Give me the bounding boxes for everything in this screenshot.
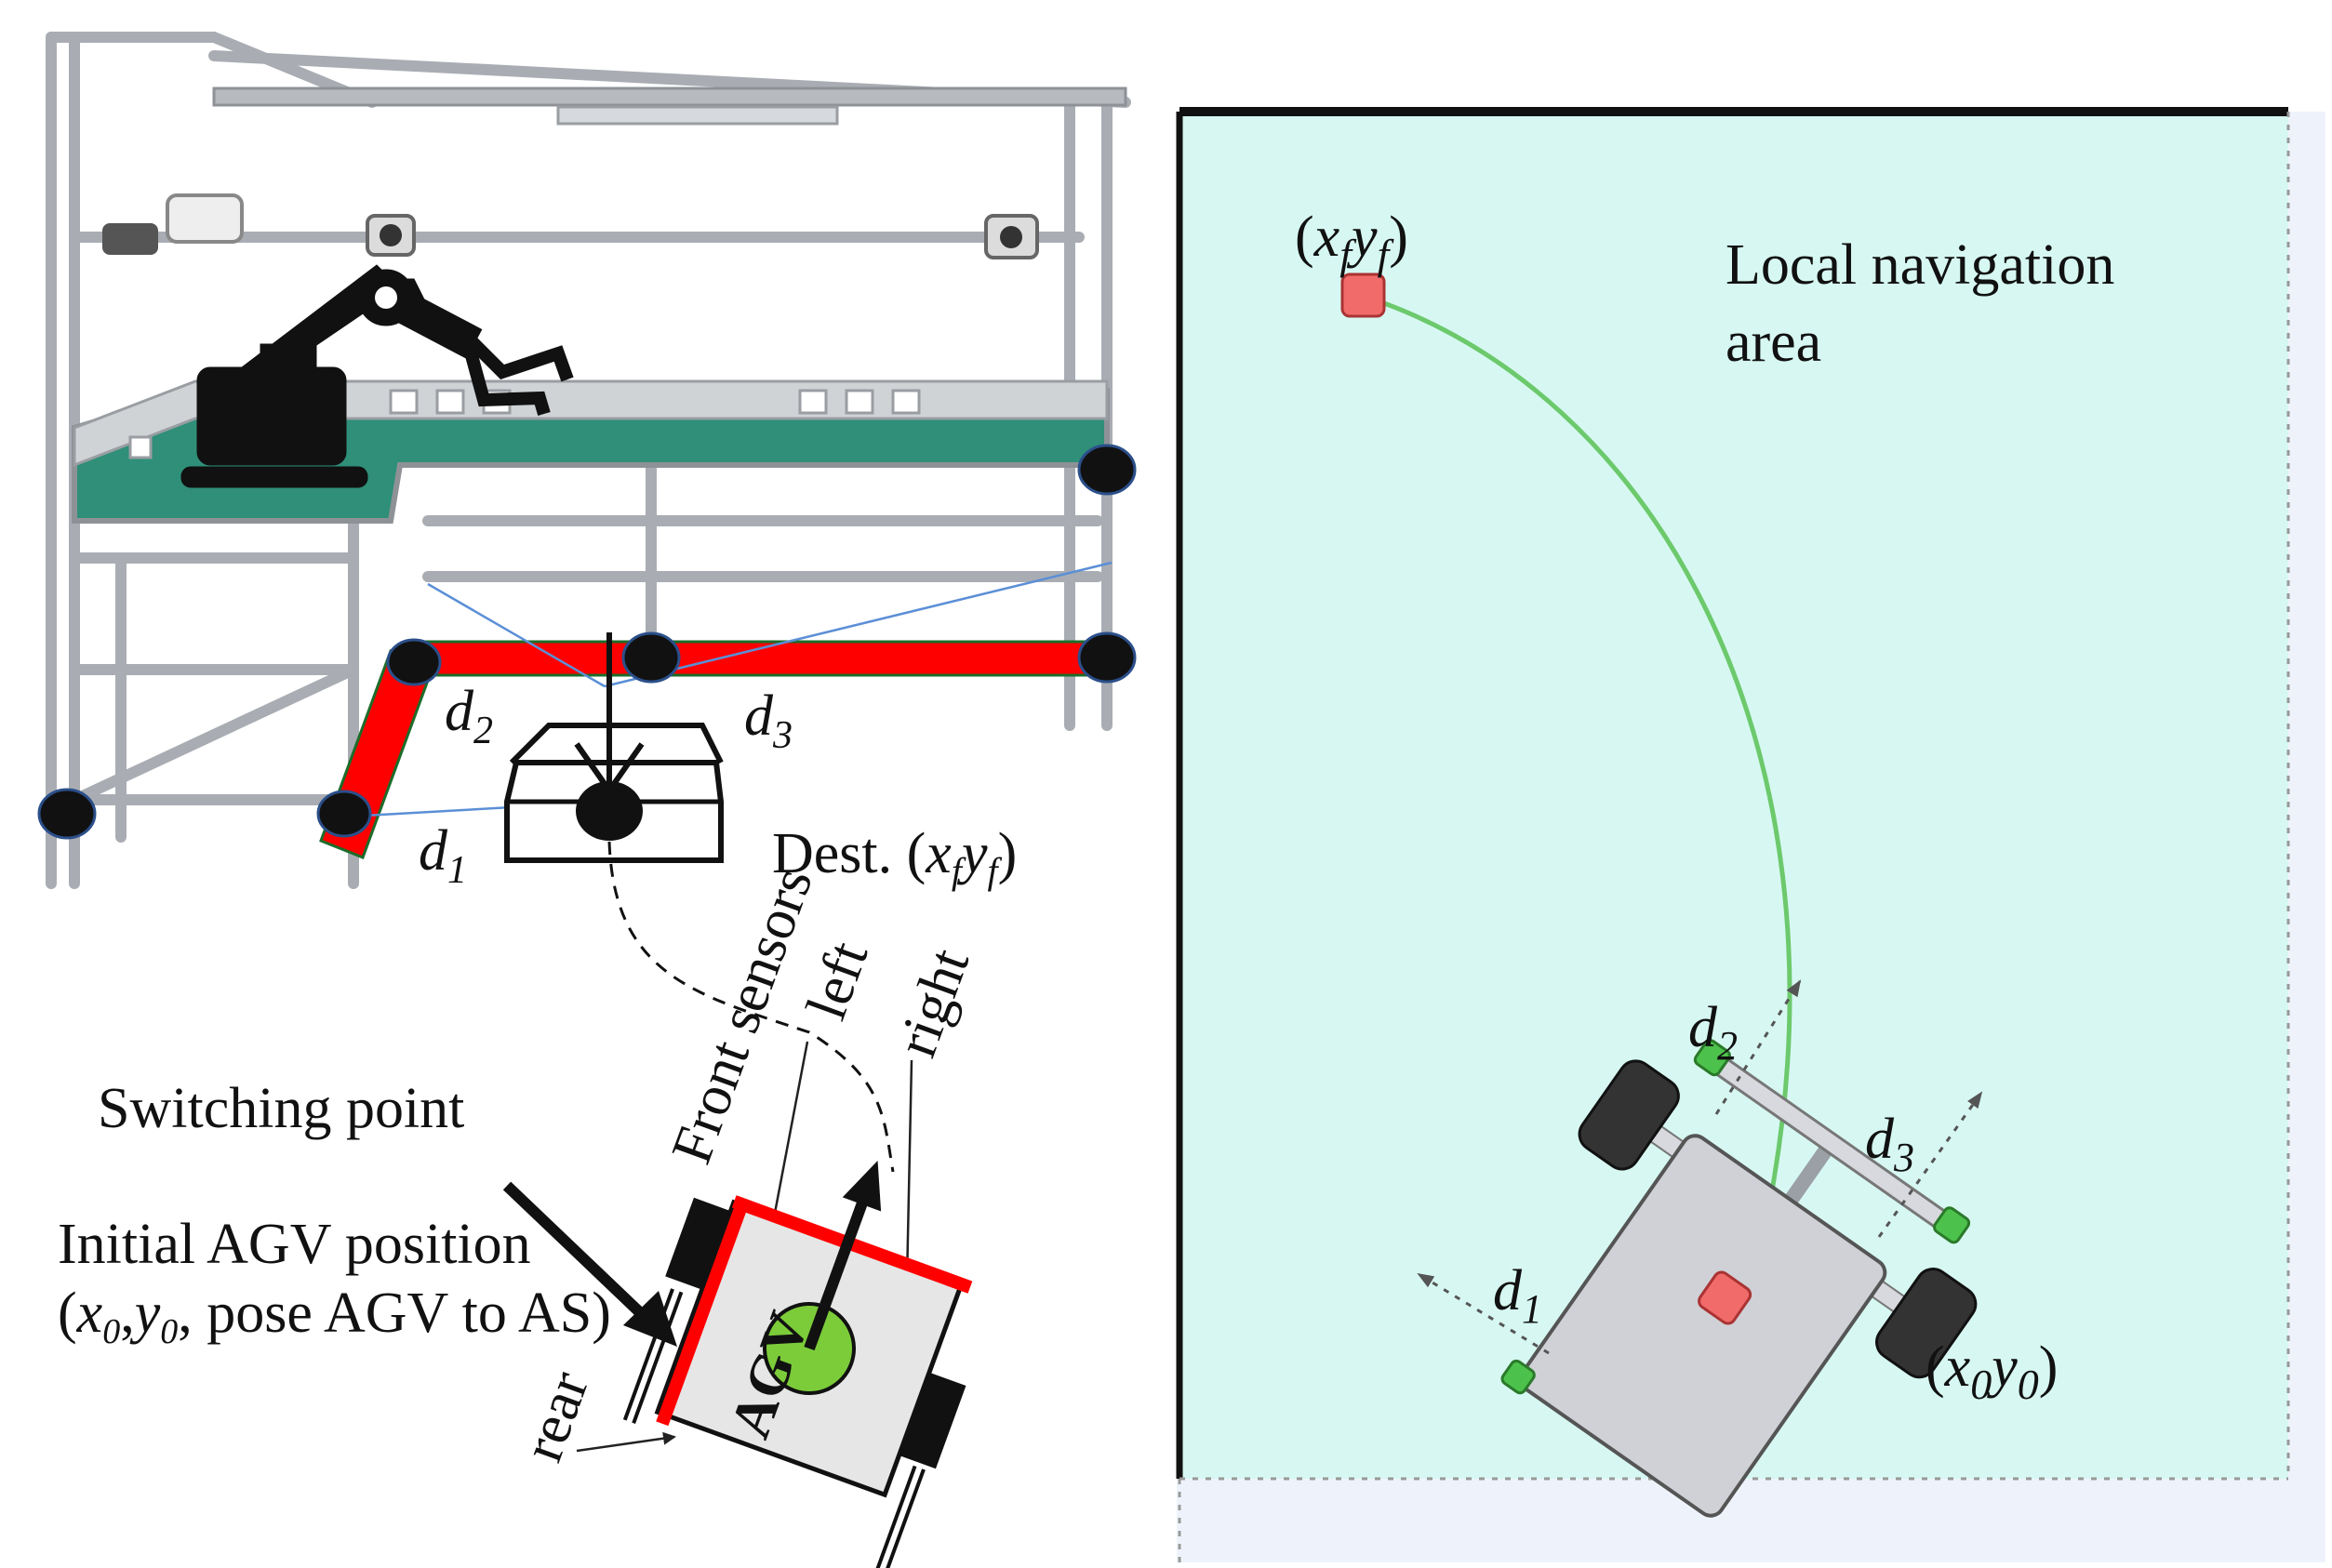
right-panel: (xfyf) Local navigation area — [1176, 107, 2325, 1568]
destination-label: Dest. (xfyf) — [772, 822, 1017, 892]
light-bar — [556, 105, 839, 126]
target-marker — [1340, 272, 1386, 318]
start-label: (x0y0) — [1926, 1335, 2058, 1408]
initial-position-line1: Initial AGV position — [58, 1213, 531, 1276]
destination-marker — [504, 632, 724, 863]
sensor-leader-lines — [576, 1041, 914, 1453]
area-label-line1: Local navigation — [1726, 233, 2114, 297]
corner-markers — [37, 444, 1137, 840]
top-shelf — [212, 86, 1127, 107]
robot-arm-icon — [180, 264, 574, 488]
label-d1: d1 — [419, 819, 467, 892]
right-sensor-label: right — [885, 940, 981, 1064]
approach-path — [607, 841, 895, 1173]
pointer-arrow — [502, 1181, 677, 1347]
camera-icon — [102, 193, 244, 255]
navigation-path — [1362, 293, 1792, 1191]
label-d2-right: d2 — [1688, 996, 1738, 1069]
label-d2: d2 — [445, 680, 493, 752]
area-label-line2: area — [1726, 311, 1821, 374]
sensor-rays — [1417, 979, 1983, 1355]
camera-icon — [984, 214, 1039, 259]
label-d3-right: d3 — [1865, 1108, 1914, 1180]
initial-position-line2: (x0,y0, pose AGV to AS) — [58, 1282, 611, 1351]
agv-robot-right — [1500, 1039, 1978, 1518]
label-d3: d3 — [744, 684, 793, 757]
camera-icon — [366, 214, 416, 257]
agv-robot-left: AGV — [622, 1160, 973, 1568]
left-sensor-label: left — [794, 934, 880, 1028]
target-label: (xfyf) — [1295, 206, 1408, 278]
left-panel: d2 d3 d1 Dest. (xfyf) Switching point In… — [37, 32, 1137, 1568]
front-sensors-label: Front sensors — [660, 859, 825, 1172]
switching-point-label: Switching point — [98, 1077, 464, 1140]
rear-label: rear — [511, 1363, 601, 1469]
label-d1-right: d1 — [1493, 1259, 1542, 1332]
